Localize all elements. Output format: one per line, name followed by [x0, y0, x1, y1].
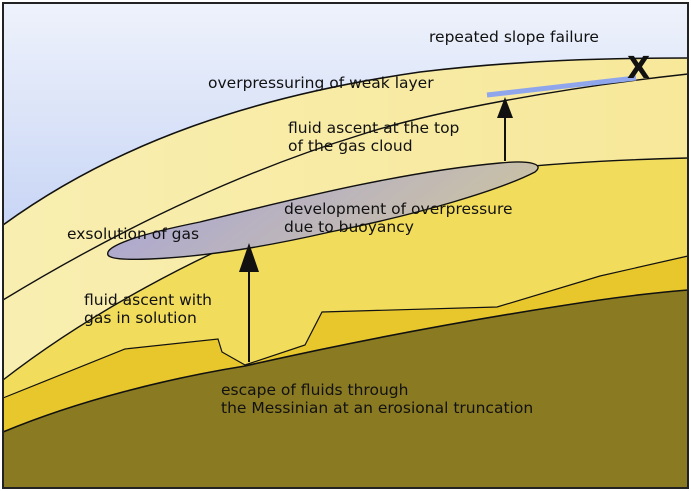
label-overpressure-1: development of overpressure — [284, 200, 513, 218]
messinian-basement — [3, 290, 688, 488]
seafloor-line — [2, 57, 689, 226]
label-escape-of-fluids-1: escape of fluids through — [221, 381, 408, 399]
lower-layer-top-line — [2, 255, 689, 399]
gas-cloud — [107, 161, 539, 261]
slope-failure-marker: X — [627, 51, 650, 86]
label-fluid-ascent-solution-1: fluid ascent with — [84, 291, 212, 309]
weak-layer-highlight — [486, 75, 637, 98]
label-overpressuring-weak-layer: overpressuring of weak layer — [208, 74, 434, 92]
label-fluid-ascent-top-1: fluid ascent at the top — [288, 119, 459, 137]
label-repeated-slope-failure: repeated slope failure — [429, 28, 599, 46]
label-fluid-ascent-solution-2: gas in solution — [84, 309, 197, 327]
label-fluid-ascent-top-2: of the gas cloud — [288, 137, 413, 155]
label-exsolution-of-gas: exsolution of gas — [67, 225, 199, 243]
weak-layer-horizon — [2, 73, 689, 301]
arrow-up-fluid-solution — [239, 243, 259, 362]
label-escape-of-fluids-2: the Messinian at an erosional truncation — [221, 399, 533, 417]
arrow-up-fluid-top — [497, 97, 513, 161]
label-overpressure-2: due to buoyancy — [284, 218, 414, 236]
messinian-top-line — [2, 289, 689, 433]
